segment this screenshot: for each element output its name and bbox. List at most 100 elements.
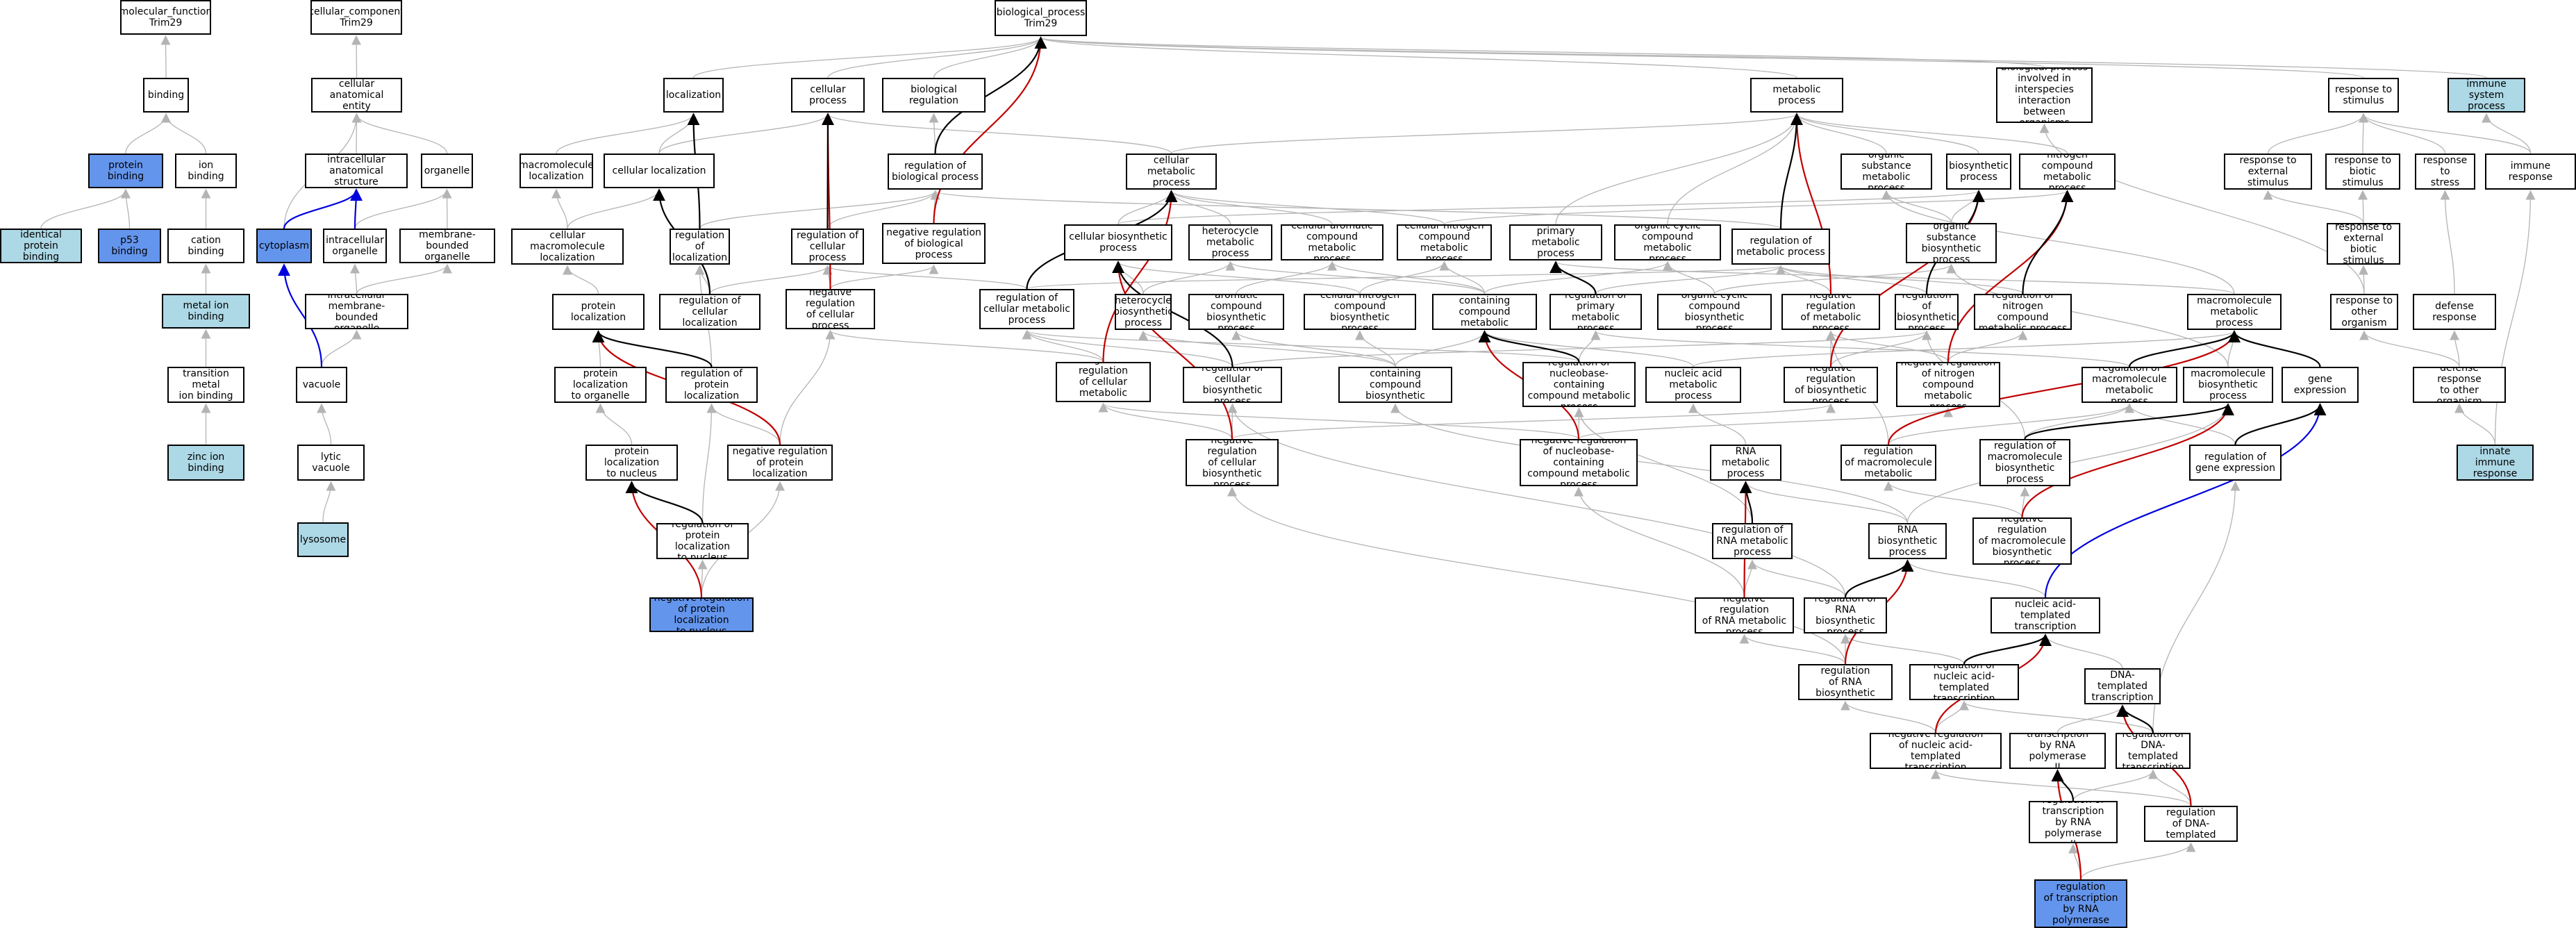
go-term-bp: biological_process Trim29 bbox=[995, 0, 1087, 36]
go-term-negregbp: negative regulation of biological proces… bbox=[882, 223, 986, 264]
edge-defresporg-to-resporg bbox=[2359, 330, 2460, 367]
edge-cellmet-to-metproc bbox=[1170, 113, 1802, 154]
go-term-protlocorg: protein localization to organelle bbox=[554, 367, 647, 403]
edge-lysosome-to-lytic bbox=[322, 481, 336, 523]
edge-negregmacrobiosyn-to-negregmacromet bbox=[1884, 481, 2023, 518]
edge-macromet-to-orgsubmet bbox=[1881, 190, 2235, 295]
edge-macroloc-to-localization bbox=[556, 113, 699, 154]
edge-negregcellmet-to-negregcp bbox=[825, 329, 1104, 363]
edge-regdnatrans-to-reggeneexpr bbox=[2152, 481, 2241, 734]
edge-negregmacrobiosyn-to-macrobiosyn bbox=[2021, 403, 2234, 518]
edge-imbo-to-mbo bbox=[356, 263, 452, 295]
go-term-regcellloc: regulation of cellular localization bbox=[659, 294, 761, 330]
go-term-intorg: intracellular organelle bbox=[323, 229, 387, 263]
go-term-mbo: membrane-bounded organelle bbox=[399, 229, 495, 263]
go-term-regcellmet: regulation of cellular metabolic process bbox=[979, 289, 1074, 329]
edge-regcellmet-to-regcp bbox=[822, 265, 1028, 290]
go-term-resporg: response to other organism bbox=[2330, 294, 2398, 330]
edge-rnabiosyn-to-rnamet bbox=[1740, 481, 1909, 524]
edge-cellmet-to-cellproc bbox=[823, 113, 1172, 154]
edge-regcellbiosyn-to-regcellmet bbox=[1022, 329, 1233, 367]
edge-protbind-to-binding bbox=[125, 113, 171, 154]
edge-negregdnatrans-to-negregnattrans bbox=[1931, 769, 2192, 806]
edge-lytic-to-vacuole bbox=[317, 403, 332, 445]
go-term-regrnamet: regulation of RNA metabolic process bbox=[1712, 523, 1793, 559]
edge-regprotlocnuc-to-regprotloc bbox=[701, 403, 717, 524]
edge-regmet-to-regbp bbox=[931, 190, 1781, 229]
go-term-cmacroloc: cellular macromolecule localization bbox=[511, 229, 624, 265]
go-term-orgcycbiosyn: organic cyclic compound biosynthetic pro… bbox=[1657, 294, 1772, 330]
edge-cmacroloc-to-cellloc bbox=[567, 188, 664, 229]
go-term-respstress: response to stress bbox=[2415, 154, 2475, 190]
go-term-rnabiosyn: RNA biosynthetic process bbox=[1868, 523, 1947, 559]
edge-orgcycbiosyn-to-orgcycmet bbox=[1663, 260, 1715, 295]
edge-negregnattrans-to-negregrnabiosyn bbox=[1840, 700, 1936, 734]
edge-cellloc-to-localization bbox=[658, 113, 699, 154]
edge-imbo-to-intorg bbox=[350, 263, 360, 295]
go-term-cellmet: cellular metabolic process bbox=[1126, 154, 1217, 190]
go-term-reggeneexpr: regulation of gene expression bbox=[2189, 445, 2282, 481]
edge-respextbio-to-respext bbox=[2263, 190, 2364, 224]
go-term-macromet: macromolecule metabolic process bbox=[2187, 294, 2282, 330]
edge-negregnbcmet-to-negregcellmet bbox=[1098, 402, 1579, 440]
edge-intorg-to-organelle bbox=[354, 188, 452, 229]
edge-negregmacromet-to-macromet bbox=[1887, 330, 2241, 445]
edge-nucacidmet-to-nbcmet bbox=[1479, 330, 1694, 367]
edge-regcp-to-cellproc bbox=[821, 113, 834, 229]
go-term-regcellbiosyn: regulation of cellular biosynthetic proc… bbox=[1183, 367, 1282, 403]
edge-regcellbiosyn-to-cellbiosyn bbox=[1112, 260, 1233, 367]
go-term-regdnatrans: regulation of DNA-templated transcriptio… bbox=[2116, 733, 2191, 769]
edge-innate-to-immresp bbox=[2494, 190, 2536, 445]
edge-regnitro-to-nitro bbox=[2022, 190, 2074, 295]
go-term-negregrnabiosyn: negative regulation of RNA biosynthetic … bbox=[1798, 664, 1893, 700]
go-term-regbp: regulation of biological process bbox=[888, 154, 983, 190]
go-term-cae: cellular anatomical entity bbox=[311, 78, 402, 113]
edge-regrnabiosyn-to-rnabiosyn bbox=[1844, 559, 1914, 598]
go-term-primmet: primary metabolic process bbox=[1509, 224, 1602, 260]
edge-geneexpr-to-macromet bbox=[2228, 330, 2321, 367]
edge-cellbiosyn-to-biosyn bbox=[1117, 190, 1984, 225]
go-term-negregmet: negative regulation of metabolic process bbox=[1781, 294, 1880, 330]
edge-orgsubbiosyn-to-biosyn bbox=[1950, 190, 1984, 224]
go-term-dnatrans: DNA-templated transcription bbox=[2084, 668, 2161, 704]
go-term-respextbio: response to external biotic stimulus bbox=[2327, 223, 2400, 265]
go-term-protbind: protein binding bbox=[88, 154, 163, 188]
edge-negregcellbiosyn-to-cellbiosyn bbox=[1112, 260, 1233, 440]
go-term-respstim: response to stimulus bbox=[2328, 78, 2399, 113]
edge-negregrnabiosyn-to-negregcellbiosyn bbox=[1227, 486, 1846, 665]
edge-regcellbiosyn-to-regbiosyn bbox=[1231, 330, 1931, 367]
go-term-imbo: intracellular membrane-bounded organelle bbox=[305, 294, 408, 329]
edge-regrnabiosyn-to-regcellbiosyn bbox=[1227, 403, 1846, 598]
edge-respext-to-respstim bbox=[2267, 113, 2368, 154]
edge-innate-to-defresporg bbox=[2454, 403, 2496, 445]
edge-resporg-to-bpinter bbox=[2039, 123, 2365, 295]
edge-negregnitro-to-regnitro bbox=[1947, 330, 2028, 363]
go-term-nattrans: nucleic acid-templated transcription bbox=[1991, 597, 2100, 633]
edge-negregnitro-to-nitro bbox=[1947, 190, 2074, 363]
edge-regdnatrans-to-regnattrans bbox=[1959, 700, 2154, 734]
go-term-negregcellbiosyn: negative regulation of cellular biosynth… bbox=[1186, 439, 1279, 486]
edge-dnatrans-to-nattrans bbox=[2041, 633, 2123, 669]
edge-negregmacromet-to-regmacromet bbox=[1888, 403, 2134, 445]
edge-protloc-to-cmacroloc bbox=[563, 265, 599, 295]
edge-nbcbiosyn-to-arombiosyn bbox=[1231, 330, 1396, 367]
go-term-negregmacrobiosyn: negative regulation of macromolecule bio… bbox=[1972, 517, 2072, 565]
go-term-negregnbcmet: negative regulation of nucleobase-contai… bbox=[1520, 439, 1638, 486]
edge-rnamet-to-nucacidmet bbox=[1688, 403, 1747, 445]
edge-cnitrobiosyn-to-cellbiosyn bbox=[1113, 260, 1361, 295]
edge-ionbind-to-binding bbox=[161, 113, 207, 154]
go-term-regbiosyn: regulation of biosynthetic process bbox=[1895, 294, 1959, 330]
edge-biosyn-to-metproc bbox=[1792, 113, 1979, 154]
edge-negregnitro-to-negregmet bbox=[1826, 330, 1949, 363]
go-term-negregtransrnapol: negative regulation of transcription by … bbox=[2034, 879, 2127, 928]
edge-regprotlocnuc-to-protlocnuc bbox=[625, 481, 704, 524]
go-term-regcp: regulation of cellular process bbox=[791, 229, 864, 265]
edge-carommet-to-cellmet bbox=[1166, 190, 1333, 225]
go-term-regrnabiosyn: regulation of RNA biosynthetic process bbox=[1804, 597, 1887, 633]
go-term-biosyn: biosynthetic process bbox=[1946, 154, 2011, 190]
edge-primmet-to-metproc bbox=[1555, 113, 1802, 225]
edge-cnitromet-to-nitro bbox=[1443, 190, 2072, 225]
edge-macrobiosyn-to-orgsubbiosyn bbox=[1946, 263, 2229, 367]
edge-orgcycmet-to-metproc bbox=[1667, 113, 1802, 225]
go-term-protloc: protein localization bbox=[552, 294, 645, 330]
